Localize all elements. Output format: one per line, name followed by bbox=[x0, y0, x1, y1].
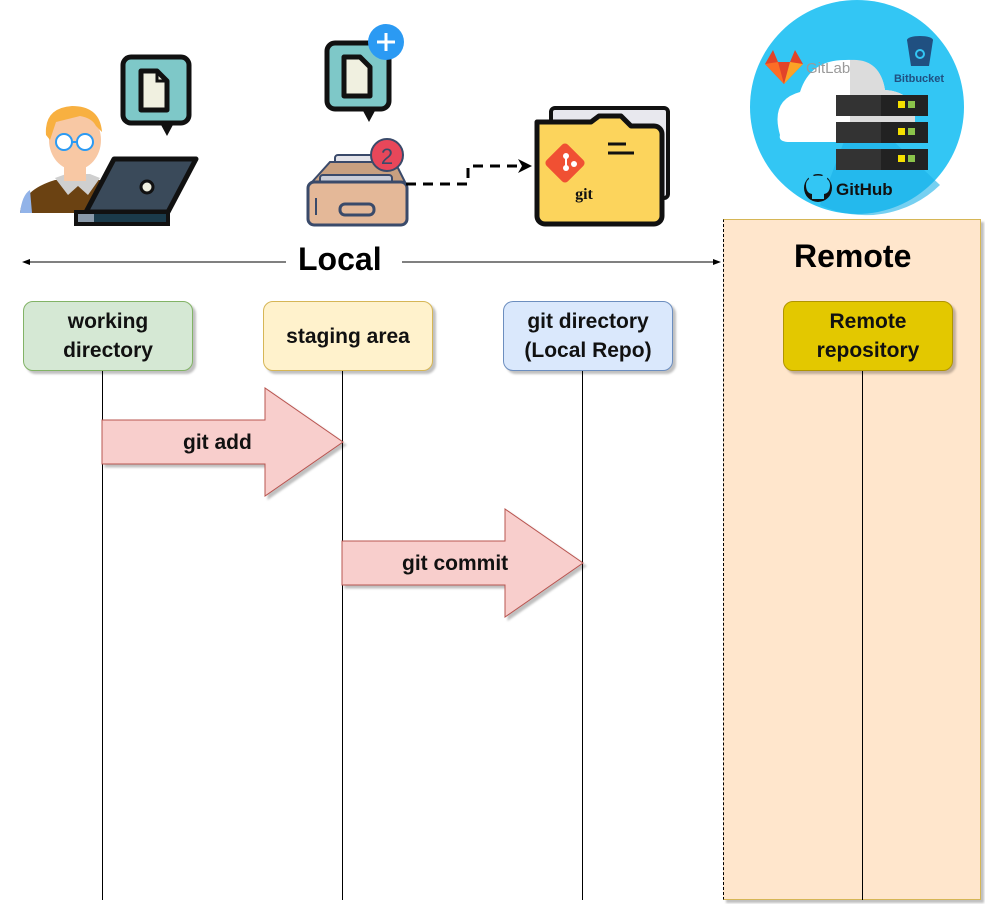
node-label-line2: repository bbox=[816, 339, 920, 362]
server-rack-icon bbox=[836, 95, 928, 170]
node-label-line2: (Local Repo) bbox=[524, 339, 652, 362]
bitbucket-logo-icon: Bitbucket bbox=[894, 36, 944, 85]
github-logo-icon: GitHub bbox=[804, 174, 893, 202]
node-label-line2: directory bbox=[63, 339, 153, 362]
bitbucket-label: Bitbucket bbox=[894, 73, 944, 85]
badge-count: 2 bbox=[370, 138, 404, 172]
git-add-label: git add bbox=[183, 431, 252, 454]
node-label-line1: git directory bbox=[527, 310, 649, 333]
remote-title: Remote bbox=[794, 238, 912, 274]
lifeline-remote-repository bbox=[862, 371, 863, 900]
git-add-arrow[interactable] bbox=[101, 387, 344, 497]
git-folder-label: git bbox=[575, 186, 593, 203]
git-commit-arrow[interactable] bbox=[341, 508, 584, 618]
working-directory-node[interactable]: working directory bbox=[23, 301, 193, 371]
gitlab-label: GitLab bbox=[806, 60, 850, 77]
lifeline-staging-area bbox=[342, 371, 343, 900]
node-label-line1: working bbox=[67, 310, 149, 333]
node-label-line1: Remote bbox=[829, 310, 907, 333]
file-add-bubble-icon bbox=[324, 24, 404, 122]
arrowhead-left-icon bbox=[22, 259, 30, 265]
dashed-connector bbox=[406, 164, 522, 186]
lifeline-git-directory bbox=[582, 371, 583, 900]
file-speech-bubble-icon bbox=[120, 54, 192, 136]
staging-area-node[interactable]: staging area bbox=[263, 301, 433, 371]
laptop-icon bbox=[74, 156, 199, 226]
connector-arrowhead-icon bbox=[518, 159, 532, 173]
arrowhead-right-icon bbox=[713, 259, 721, 265]
person-icon bbox=[20, 106, 109, 213]
node-label-line1: staging area bbox=[286, 324, 410, 348]
remote-repository-node[interactable]: Remote repository bbox=[783, 301, 953, 371]
local-title: Local bbox=[298, 241, 382, 277]
lifeline-working-directory bbox=[102, 371, 103, 900]
gitlab-logo-icon: GitLab bbox=[765, 50, 850, 84]
git-commit-label: git commit bbox=[402, 552, 509, 575]
github-label: GitHub bbox=[836, 180, 893, 199]
git-directory-node[interactable]: git directory (Local Repo) bbox=[503, 301, 673, 371]
git-logo-icon bbox=[545, 143, 585, 183]
svg-text:2: 2 bbox=[381, 144, 393, 169]
